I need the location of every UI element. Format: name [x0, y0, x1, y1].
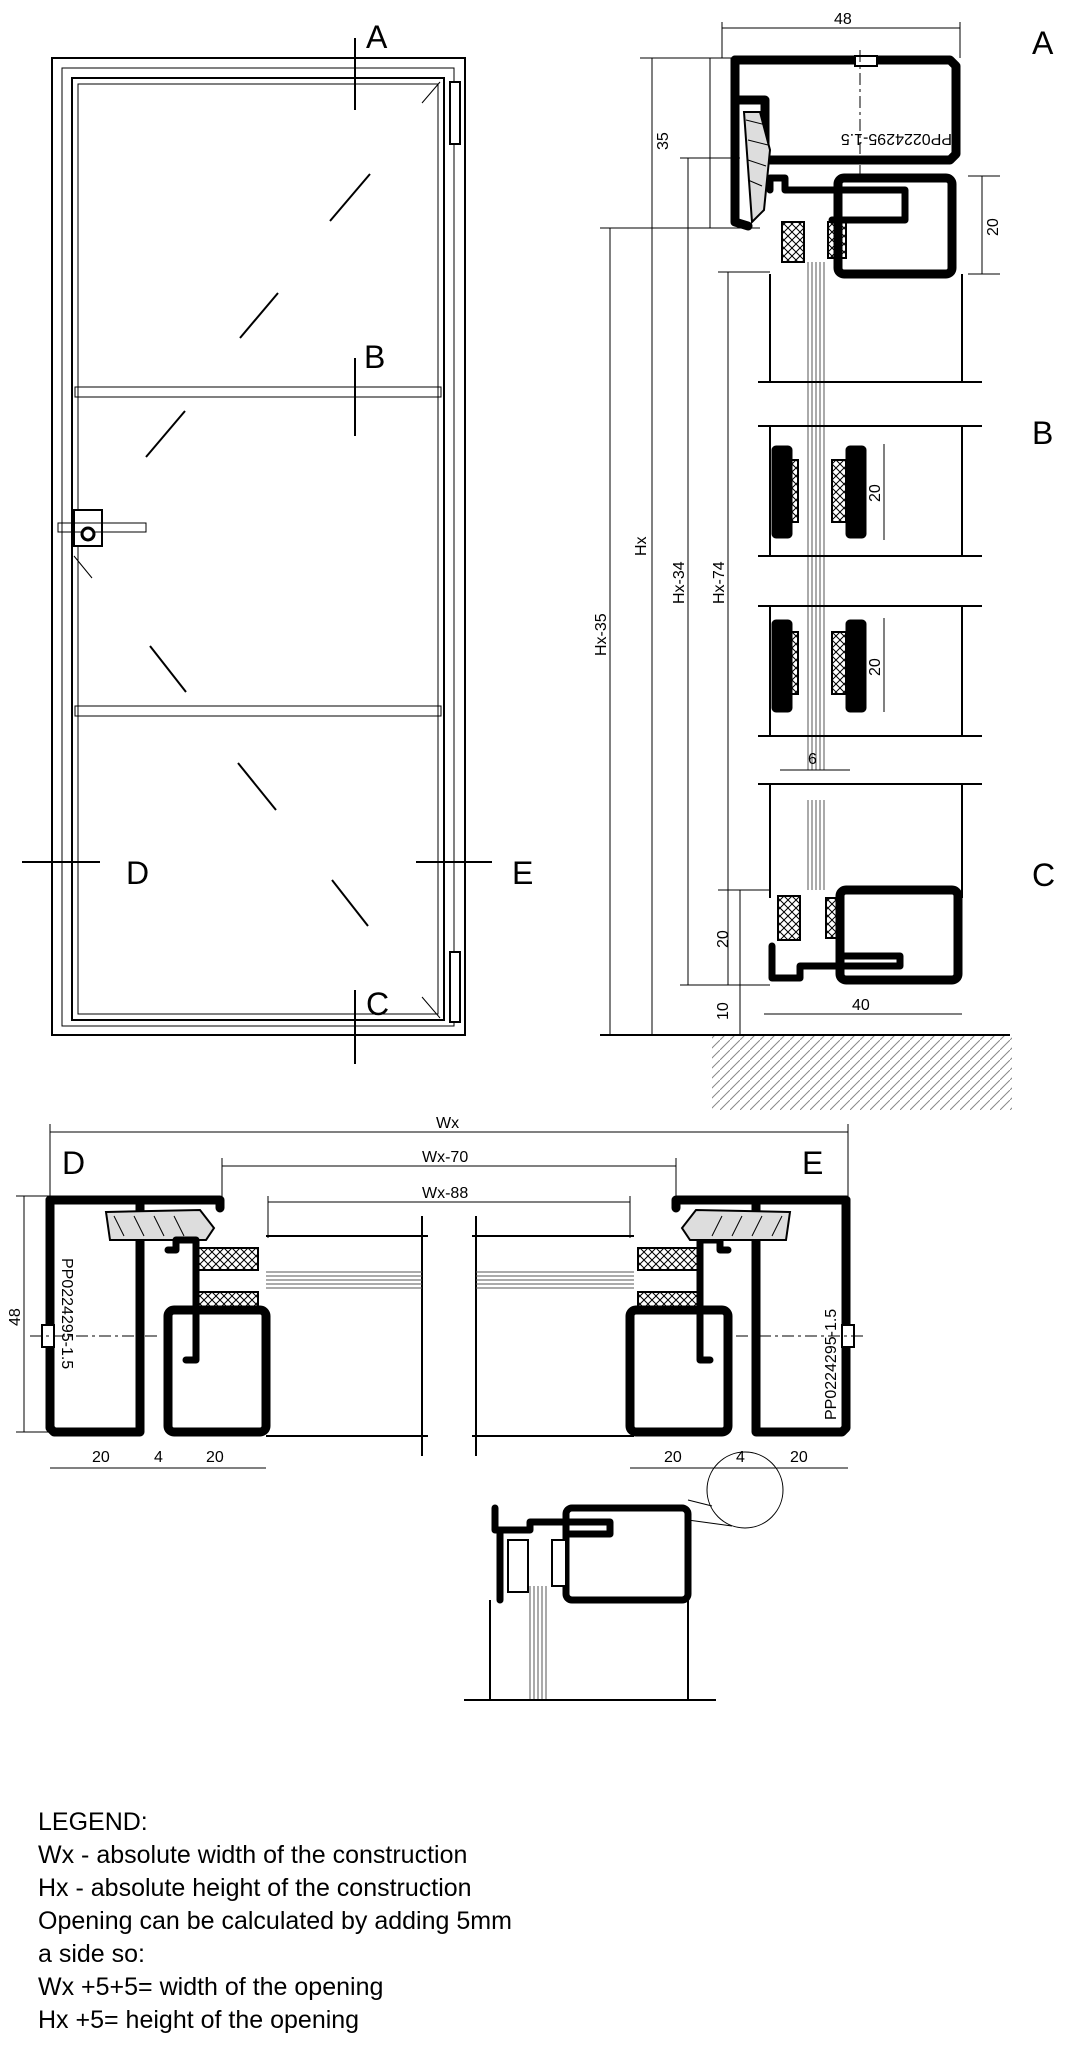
- legend-title: LEGEND:: [38, 1808, 148, 1836]
- section-label-e-bottom: E: [802, 1145, 823, 1181]
- dim-right-a: 20: [664, 1449, 682, 1466]
- section-label-c-right: C: [1032, 857, 1055, 893]
- legend-line-6: Hx +5= height of the opening: [38, 2006, 360, 2034]
- dim-bottom-gap: 10: [715, 1002, 732, 1020]
- dim-height: 48: [7, 1308, 24, 1326]
- enlarged-detail: [464, 1504, 716, 1701]
- dim-right-c: 20: [790, 1449, 808, 1466]
- dim-hx-74: Hx-74: [711, 561, 728, 604]
- dim-b-gasket-upper: 20: [867, 484, 884, 502]
- legend: LEGEND: Wx - absolute width of the const…: [38, 1806, 512, 2037]
- section-label-b: B: [364, 339, 385, 375]
- dim-wx-88: Wx-88: [422, 1185, 468, 1202]
- door-elevation: A B C D E: [22, 19, 533, 1064]
- legend-line-4: a side so:: [38, 1940, 146, 1968]
- dim-glass-thickness: 6: [808, 751, 817, 768]
- section-label-a: A: [366, 19, 388, 55]
- horizontal-section: Wx Wx-70 Wx-88 48 PP0224295-1.5 20 4 20: [7, 1115, 866, 1529]
- dim-bottom-gasket: 20: [715, 930, 732, 948]
- dim-wx: Wx: [436, 1115, 459, 1132]
- legend-line-5: Wx +5+5= width of the opening: [38, 1973, 384, 2001]
- profile-code-right: PP0224295-1.5: [823, 1309, 840, 1420]
- dim-hx: Hx: [633, 536, 650, 556]
- legend-line-2: Hx - absolute height of the construction: [38, 1874, 472, 1902]
- section-label-c: C: [366, 986, 389, 1022]
- dim-left-b: 4: [154, 1449, 163, 1466]
- dim-left-c: 20: [206, 1449, 224, 1466]
- dim-hx-34: Hx-34: [671, 561, 688, 604]
- section-label-d: D: [126, 855, 149, 891]
- dim-top-height: 35: [655, 132, 672, 150]
- dim-wx-70: Wx-70: [422, 1149, 468, 1166]
- profile-code-left: PP0224295-1.5: [58, 1258, 75, 1369]
- dim-top-glass-inset: 20: [985, 218, 1002, 236]
- dim-top-width: 48: [834, 11, 852, 28]
- section-label-b-right: B: [1032, 415, 1053, 451]
- legend-line-3: Opening can be calculated by adding 5mm: [38, 1907, 512, 1935]
- dim-b-gasket-lower: 20: [867, 658, 884, 676]
- vertical-section: PP0224295-1.5: [593, 11, 1055, 1110]
- dim-right-b: 4: [736, 1449, 745, 1466]
- dim-left-a: 20: [92, 1449, 110, 1466]
- dim-bottom-width: 40: [852, 997, 870, 1014]
- dim-hx-35: Hx-35: [593, 613, 610, 656]
- section-label-e: E: [512, 855, 533, 891]
- legend-line-1: Wx - absolute width of the construction: [38, 1841, 468, 1869]
- section-label-a-right: A: [1032, 25, 1054, 61]
- section-label-d-bottom: D: [62, 1145, 85, 1181]
- profile-code-vertical: PP0224295-1.5: [841, 130, 952, 147]
